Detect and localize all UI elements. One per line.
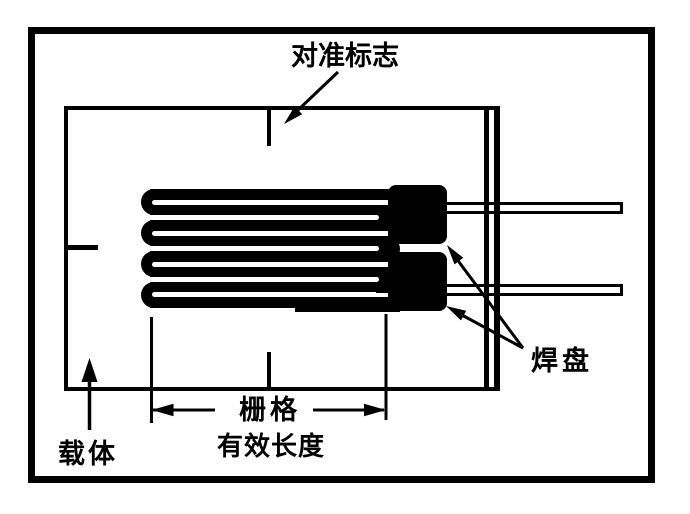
lead-wire-top [441,202,623,214]
grid-slot [372,246,379,252]
grid-slot [372,277,379,282]
label-carrier: 载体 [58,439,118,470]
solder-pad-bottom [388,251,447,311]
grid-slot [152,230,168,236]
grid-lead-in [295,297,400,312]
grid-bar [150,251,392,262]
carrier-outline [64,106,500,391]
label-effective-length: 有效长度 [217,432,326,462]
grid-slot [152,292,168,298]
grid-bar [150,189,392,200]
grid-slot [372,215,379,221]
alignment-tick-left [66,245,98,250]
solder-pad-top [388,185,447,244]
grid-bar [150,281,392,293]
grid-bar [150,204,392,216]
label-alignment-mark: 对准标志 [291,41,399,72]
lead-wire-bottom [441,284,623,296]
grid-bar [150,297,392,308]
alignment-tick-top [266,108,271,146]
carrier-right-inner-line [484,106,489,391]
carrier-right-edge [494,106,500,391]
label-solder-pad: 焊盘 [531,346,593,377]
grid-slot [152,199,168,205]
grid-bar [150,220,392,231]
grid-bar [150,266,392,277]
grid-bar [150,235,392,247]
label-grid: 栅格 [239,395,301,426]
grid-slot [152,261,168,267]
alignment-tick-bottom [266,352,271,390]
